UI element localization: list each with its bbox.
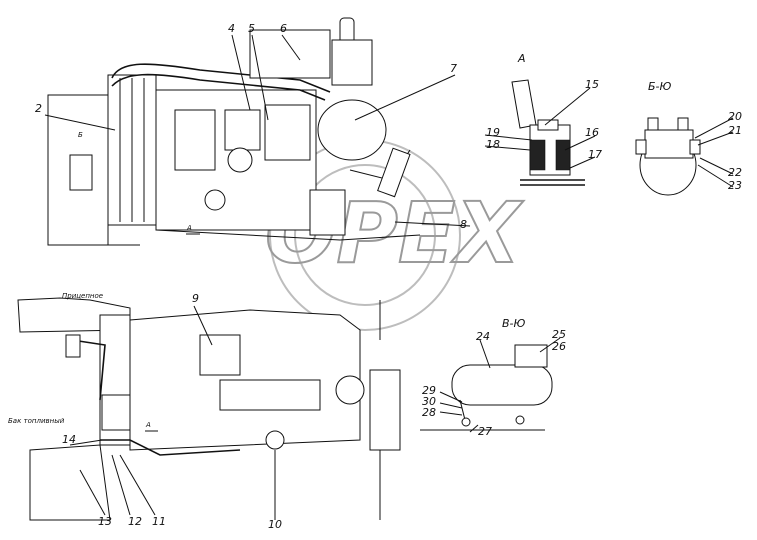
fuel-tank-lower: [29, 444, 111, 521]
mount-hatched-left: [529, 139, 546, 171]
exhaust-muffler-mount: [331, 39, 373, 86]
callout-15: 15: [585, 78, 599, 91]
callout-13: 13: [98, 515, 112, 528]
callout-24: 24: [476, 330, 490, 343]
arrow-a-lower-label: А: [145, 421, 151, 429]
callout-18: 18: [486, 138, 500, 151]
tank-body: [451, 364, 553, 406]
lower-bracket: [309, 189, 346, 236]
callout-20: 20: [728, 110, 742, 123]
filler-cap: [514, 344, 548, 368]
clamp-bracket: [644, 129, 694, 159]
callout-7: 7: [450, 62, 457, 75]
callout-22: 22: [728, 166, 742, 179]
handwritten-notes: Прицепное Бак топливный: [8, 292, 103, 425]
filter-canister: [69, 154, 93, 191]
callout-11: 11: [152, 515, 166, 528]
callout-16: 16: [585, 126, 599, 139]
upper-engine-view: [47, 17, 421, 246]
callout-numbers: 2 4 5 6 7 15 19 18 16 17 20 21 22 23 8 9…: [35, 22, 742, 531]
rear-bracket: [369, 369, 401, 451]
intake-pipe: [111, 63, 331, 93]
callout-28: 28: [422, 406, 436, 419]
mounting-block: [101, 394, 133, 431]
view-v-label: В-Ю: [502, 317, 526, 330]
bracket-plate: [511, 79, 537, 129]
callout-17: 17: [588, 148, 602, 161]
view-v-detail: [420, 344, 553, 431]
callout-27: 27: [478, 425, 492, 438]
callout-5: 5: [248, 22, 255, 35]
view-a-detail: [511, 79, 585, 186]
callout-4: 4: [228, 22, 235, 35]
callout-9: 9: [192, 292, 199, 305]
callout-14: 14: [62, 433, 76, 446]
side-handwritten-label: Бак топливный: [8, 417, 65, 425]
callout-29: 29: [422, 384, 436, 397]
view-b-label: Б-Ю: [648, 80, 672, 93]
callout-2: 2: [35, 102, 42, 115]
callout-25: 25: [552, 328, 566, 341]
callout-30: 30: [422, 395, 436, 408]
callout-10: 10: [268, 518, 282, 531]
callout-6: 6: [280, 22, 287, 35]
sensor-10: [265, 430, 285, 450]
leader-lines: [44, 34, 734, 520]
air-cleaner-housing: [249, 29, 331, 79]
lower-chassis-view: [17, 297, 401, 521]
air-tank: [317, 99, 387, 161]
callout-26: 26: [552, 340, 566, 353]
pump-unit: [199, 334, 241, 376]
view-a-label: А: [517, 52, 526, 65]
callout-12: 12: [128, 515, 142, 528]
callout-21: 21: [728, 124, 742, 137]
valve-unit: [377, 147, 411, 198]
view-b-detail: [635, 117, 701, 196]
mount-hatched-right: [555, 139, 571, 171]
callout-19: 19: [486, 126, 500, 139]
cross-tube: [219, 379, 321, 411]
view-labels: А Б-Ю В-Ю: [502, 52, 672, 330]
callout-23: 23: [728, 179, 742, 192]
arrow-b-label: Б: [78, 131, 83, 139]
arrow-a-upper-label: А: [186, 224, 192, 232]
callout-8: 8: [460, 218, 467, 231]
flow-arrows: Б А А: [78, 131, 200, 432]
top-handwritten-label: Прицепное: [62, 292, 103, 300]
